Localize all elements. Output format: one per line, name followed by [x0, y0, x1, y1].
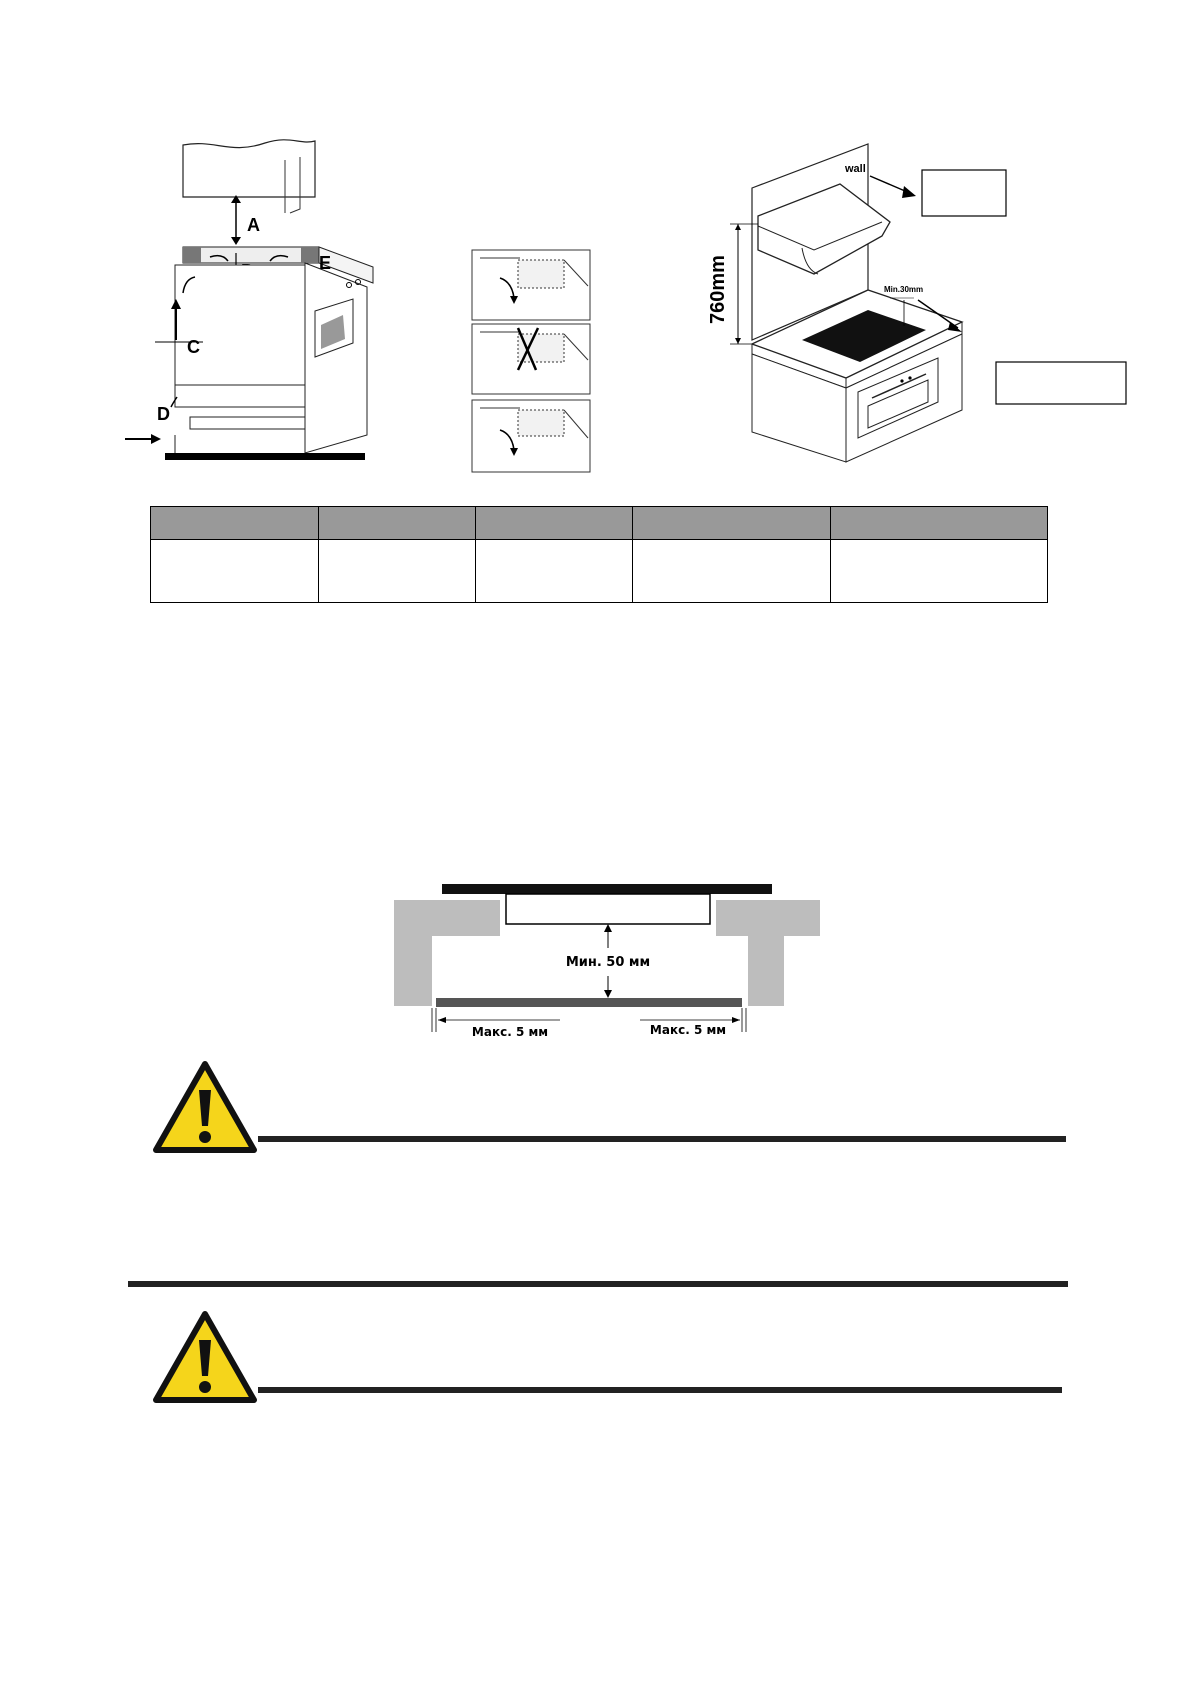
table-header-row [150, 506, 1048, 540]
label-c: C [187, 337, 200, 357]
label-a: A [247, 215, 260, 235]
table-header-cell [475, 506, 633, 540]
installation-detail-panels [471, 249, 591, 473]
table-cell [318, 539, 476, 603]
cutout-cross-section-figure: Мин. 50 мм Макс. 5 мм Макс. 5 мм [394, 884, 820, 1039]
warning-icon [153, 1061, 257, 1153]
height-760-label: 760mm [707, 255, 729, 324]
warning-icon [153, 1311, 257, 1403]
detail-panel-incorrect [471, 323, 591, 395]
section-divider [128, 1281, 1068, 1287]
gap-callout-box [995, 361, 1127, 405]
min-30mm-label: Min.30mm [884, 285, 923, 294]
wall-label: wall [844, 163, 866, 175]
table-cell [632, 539, 831, 603]
label-d: D [157, 404, 170, 424]
table-cell [150, 539, 319, 603]
wall-callout-box [921, 169, 1007, 217]
table-header-cell [318, 506, 476, 540]
table-header-cell [830, 506, 1048, 540]
hob-wall-clearance-figure: wall 760mm Min.30mm [707, 143, 1127, 463]
table-header-cell [150, 506, 319, 540]
max-5mm-left-label: Макс. 5 мм [472, 1025, 548, 1039]
clearance-table [150, 506, 1048, 603]
label-e: E [319, 253, 331, 273]
warning-rule-1 [258, 1136, 1066, 1142]
table-cell [830, 539, 1048, 603]
detail-panel-correct-bottom [471, 399, 591, 473]
max-5mm-right-label: Макс. 5 мм [650, 1023, 726, 1037]
table-cell [475, 539, 633, 603]
min-50mm-label: Мин. 50 мм [566, 955, 650, 970]
table-row [150, 539, 1048, 603]
table-header-cell [632, 506, 831, 540]
range-hood-clearance-figure: A B E C D [125, 139, 374, 460]
detail-panel-correct-top [471, 249, 591, 321]
warning-rule-2 [258, 1387, 1062, 1393]
